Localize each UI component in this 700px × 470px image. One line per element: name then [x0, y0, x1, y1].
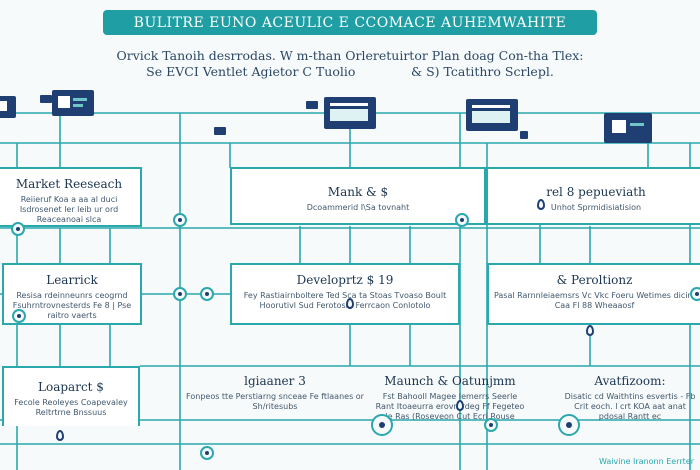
- id-card-icon-research: [52, 90, 94, 116]
- browser-window-icon: [324, 97, 376, 129]
- lgiaaner-box: lgiaaner 3 Fonpeos tte Perstiarng snceae…: [180, 366, 370, 422]
- connector-node: [12, 309, 26, 323]
- connector-node: [690, 287, 700, 301]
- id-card-icon-analytics: [604, 113, 652, 143]
- chip-icon: [214, 127, 226, 135]
- connector-node: [455, 213, 469, 227]
- maunch-title: Maunch & Oatunjmm: [384, 374, 516, 388]
- loaparct-title: Loaparct $: [38, 380, 104, 394]
- chip-icon: [40, 95, 52, 103]
- connector-node: [484, 418, 498, 432]
- developrtz-title: Developrtz $ 19: [296, 273, 394, 287]
- chip-icon: [306, 101, 318, 109]
- connector-node: [173, 287, 187, 301]
- market-research-desc: Reiieruf Koa a aa al duci Isdrosenet ler…: [19, 195, 119, 224]
- lgiaaner-title: lgiaaner 3: [244, 374, 306, 388]
- rel-pepueviath-box: rel 8 pepueviath Unhot Sprmidisiatision: [486, 167, 700, 225]
- loaparct-box: Loaparct $ Fecole Reoleyes Coapevaley Re…: [2, 366, 140, 426]
- connector-node: [200, 287, 214, 301]
- learrick-title: Learrick: [46, 273, 98, 287]
- maunch-box: Maunch & Oatunjmm Fst Bahooll Magee Ieme…: [370, 366, 530, 422]
- loaparct-desc: Fecole Reoleyes Coapevaley Reltrtrne Bns…: [14, 398, 128, 417]
- connector-node: [11, 222, 25, 236]
- subtitle-line-1: Orvick Tanoih desrrodas. W m-than Orlere…: [116, 48, 584, 63]
- peroltionz-title: & Peroltionz: [556, 273, 633, 287]
- mank-title: Mank & $: [327, 185, 389, 199]
- peroltionz-box: & Peroltionz Pasal Rarnnleiaemsrs Vc Vkc…: [487, 263, 700, 325]
- connector-node-large: [558, 414, 580, 436]
- connector-node-large: [371, 414, 393, 436]
- peroltionz-desc: Pasal Rarnnleiaemsrs Vc Vkc Foeru Wetime…: [493, 291, 696, 310]
- learrick-desc: Resisa rdeinneunrs ceogrnd Fsuhrntrovnes…: [12, 291, 132, 320]
- market-research-box: Market Reeseach Reiieruf Koa a aa al duc…: [0, 167, 142, 227]
- location-pin-icon: [346, 298, 354, 309]
- location-pin-icon: [56, 430, 64, 441]
- maunch-desc: Fst Bahooll Magee Iemerrs Seerle Rant It…: [375, 392, 525, 421]
- footer-caption: Waivine Iranonn Eerrter: [599, 457, 694, 466]
- connector-node: [200, 446, 214, 460]
- market-research-title: Market Reeseach: [15, 177, 123, 191]
- title-banner: BULITRE EUNO ACEULIC E CCOMACE AUHEMWAHI…: [103, 10, 597, 35]
- rel-pepueviath-title: rel 8 pepueviath: [546, 185, 646, 199]
- chip-icon: [520, 131, 528, 139]
- location-pin-icon: [456, 400, 464, 411]
- subtitle-line-2: Se EVCI Ventlet Agietor C Tuolio & S) Tc…: [146, 64, 554, 79]
- location-pin-icon: [537, 199, 545, 210]
- lgiaaner-desc: Fonpeos tte Perstiarng snceae Fe ftlaane…: [186, 392, 364, 411]
- connector-node: [173, 213, 187, 227]
- avatfizoom-box: Avatfizoom: Disatic cd Waithtins esverti…: [560, 366, 700, 422]
- avatfizoom-desc: Disatic cd Waithtins esvertis - Fb Crit …: [564, 392, 696, 421]
- monitor-icon-left-edge: [0, 96, 16, 118]
- page-title: BULITRE EUNO ACEULIC E CCOMACE AUHEMWAHI…: [133, 14, 567, 31]
- avatfizoom-title: Avatfizoom:: [594, 374, 666, 388]
- rel-pepueviath-desc: Unhot Sprmidisiatision: [550, 203, 642, 212]
- developrtz-desc: Fey Rastiairnboltere Ted Sca ta Stoas Tv…: [243, 291, 447, 310]
- mank-box: Mank & $ Dcoammerid I\Sa tovnaht: [230, 167, 486, 225]
- location-pin-icon: [586, 325, 594, 336]
- developrtz-box: Developrtz $ 19 Fey Rastiairnboltere Ted…: [230, 263, 460, 325]
- mank-desc: Dcoammerid I\Sa tovnaht: [306, 203, 410, 212]
- browser-window-icon: [466, 99, 518, 131]
